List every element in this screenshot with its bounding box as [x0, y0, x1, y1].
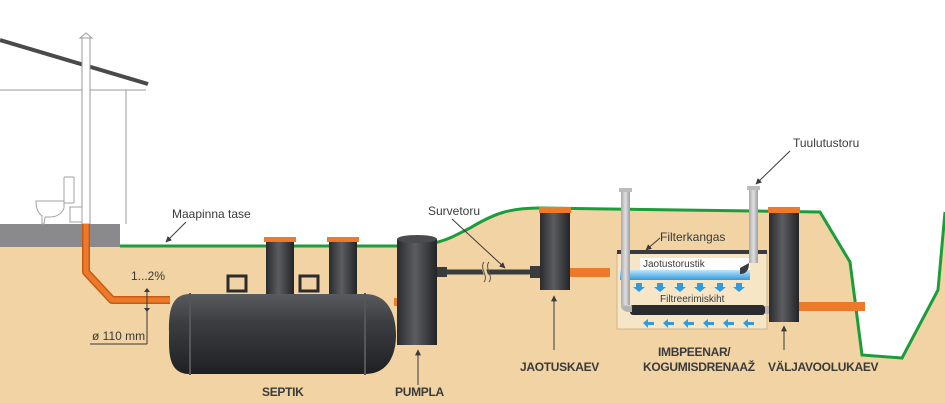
pipe-diameter-label: ø 110 mm — [92, 329, 145, 343]
house — [0, 32, 149, 247]
outlet-well — [768, 207, 865, 322]
imbpeenar-label-line1: IMBPEENAR/ — [658, 345, 731, 359]
jaotuskaev-label: JAOTUSKAEV — [520, 360, 599, 374]
distribution-well — [530, 207, 610, 290]
ground-level-label: Maapinna tase — [172, 207, 251, 221]
pump-well — [397, 235, 447, 345]
septik-label: SEPTIK — [262, 385, 304, 399]
filter-fabric-label: Filterkangas — [660, 230, 725, 244]
vent-pipe-label: Tuulutustoru — [793, 136, 859, 150]
filter-layer-label: Filtreerimiskiht — [660, 294, 725, 305]
pressure-pipe — [447, 260, 535, 284]
imbpeenar-label-line2: KOGUMISDRENAAŽ — [643, 359, 755, 374]
toilet-icon — [35, 176, 83, 225]
valjavoolukaev-label: VÄLJAVOOLUKAEV — [768, 359, 879, 374]
inlet-pipe — [82, 224, 170, 304]
flow-arrows — [633, 283, 754, 328]
infiltration-bed — [616, 186, 775, 330]
slope-label: 1...2% — [131, 269, 165, 283]
pumpla-label: PUMPLA — [395, 385, 445, 399]
distribution-piping-label: Jaotustorustik — [643, 259, 706, 270]
pressure-pipe-label: Survetoru — [428, 204, 480, 218]
